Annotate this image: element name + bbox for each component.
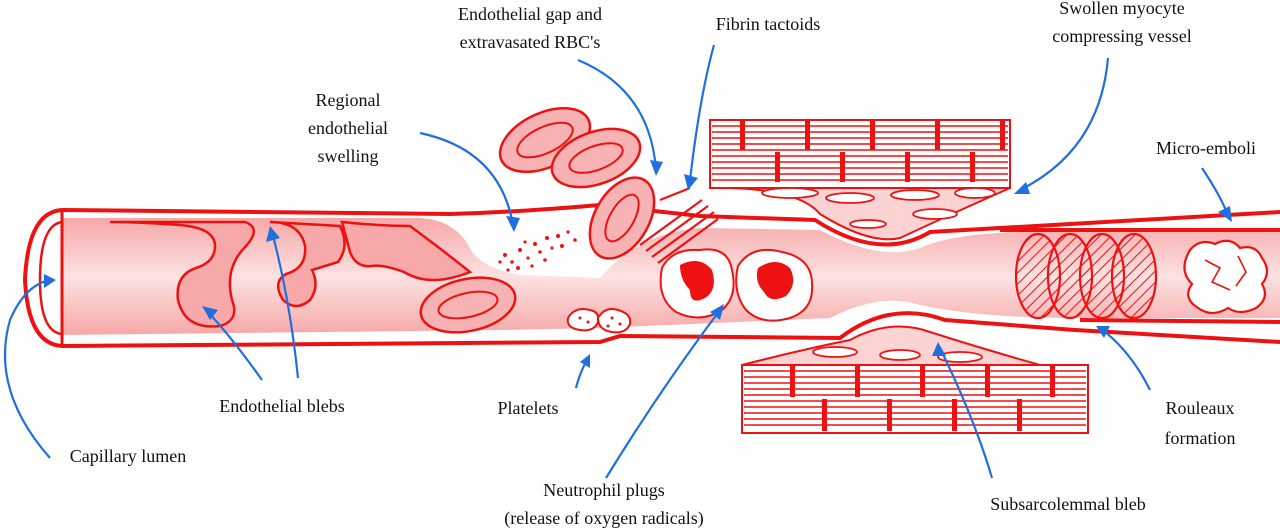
neutrophil-plugs-shape bbox=[659, 248, 814, 322]
myocyte-lower-z-bands bbox=[790, 365, 1055, 431]
upper-mitochondria bbox=[761, 187, 996, 229]
label-micro-emboli: Micro-emboli bbox=[1156, 138, 1256, 158]
lower-mitochondria bbox=[812, 346, 983, 363]
myocyte-lower-striations bbox=[744, 370, 1086, 426]
arrow-blebs-2 bbox=[270, 231, 300, 379]
label-fibrin-tactoids: Fibrin tactoids bbox=[716, 14, 821, 34]
label-rouleaux-1: Rouleaux bbox=[1166, 398, 1235, 418]
bleb-shape-2 bbox=[269, 220, 346, 308]
arrow-regional-swelling bbox=[419, 131, 515, 226]
label-neutrophil-2: (release of oxygen radicals) bbox=[504, 508, 703, 529]
label-regional-swelling-1: Regional bbox=[316, 90, 381, 110]
label-subsarcolemmal-bleb: Subsarcolemmal bleb bbox=[990, 494, 1145, 514]
bleb-shape-1 bbox=[109, 220, 255, 328]
annotation-arrows bbox=[3, 44, 1232, 479]
label-endothelial-gap-2: extravasated RBC's bbox=[460, 32, 601, 52]
rbc-in-lumen bbox=[419, 276, 517, 334]
vessel-lower-wall bbox=[61, 311, 1280, 348]
arrow-fibrin bbox=[688, 44, 716, 181]
vessel-end-ring bbox=[38, 220, 63, 336]
fibrin-tactoids-shape bbox=[639, 186, 719, 264]
myocyte-upper bbox=[709, 119, 1011, 241]
arrow-micro-emboli bbox=[1201, 167, 1230, 216]
vessel-open-end bbox=[22, 208, 63, 348]
micro-emboli-shape bbox=[1183, 239, 1269, 315]
label-platelets: Platelets bbox=[498, 398, 559, 418]
arrow-rouleaux bbox=[1099, 327, 1151, 391]
label-swollen-myocyte-2: compressing vessel bbox=[1052, 26, 1191, 46]
endothelial-swelling-speckles bbox=[498, 230, 577, 272]
endothelial-blebs-shapes bbox=[109, 220, 473, 328]
myocyte-upper-z-bands bbox=[740, 120, 1005, 182]
red-blood-cells bbox=[419, 106, 656, 334]
label-regional-swelling-2: endothelial bbox=[308, 118, 388, 138]
label-rouleaux-2: formation bbox=[1165, 428, 1236, 448]
label-neutrophil-1: Neutrophil plugs bbox=[543, 480, 665, 500]
arrow-swollen-myocyte bbox=[1019, 57, 1110, 191]
arrow-subsarcolemmal bbox=[939, 347, 994, 479]
platelets-cluster bbox=[566, 308, 632, 334]
arrow-endothelial-gap bbox=[577, 58, 658, 171]
vessel-inner-lower bbox=[1079, 318, 1280, 324]
label-endothelial-blebs: Endothelial blebs bbox=[219, 396, 344, 416]
arrow-neutrophil bbox=[605, 309, 721, 479]
myocyte-upper-striations bbox=[712, 125, 1008, 181]
label-endothelial-gap-1: Endothelial gap and bbox=[458, 4, 602, 24]
bleb-shape-3 bbox=[340, 220, 473, 282]
arrow-capillary-lumen bbox=[3, 278, 51, 459]
diagram-labels: Endothelial gap and extravasated RBC's F… bbox=[70, 0, 1256, 529]
rbc-extravasated-2 bbox=[550, 127, 642, 189]
myocyte-lower bbox=[741, 325, 1089, 434]
label-capillary-lumen: Capillary lumen bbox=[70, 446, 186, 466]
rbc-in-gap bbox=[588, 176, 656, 260]
label-swollen-myocyte-1: Swollen myocyte bbox=[1059, 0, 1184, 18]
rouleaux-shape bbox=[1014, 232, 1158, 320]
label-regional-swelling-3: swelling bbox=[318, 146, 379, 166]
